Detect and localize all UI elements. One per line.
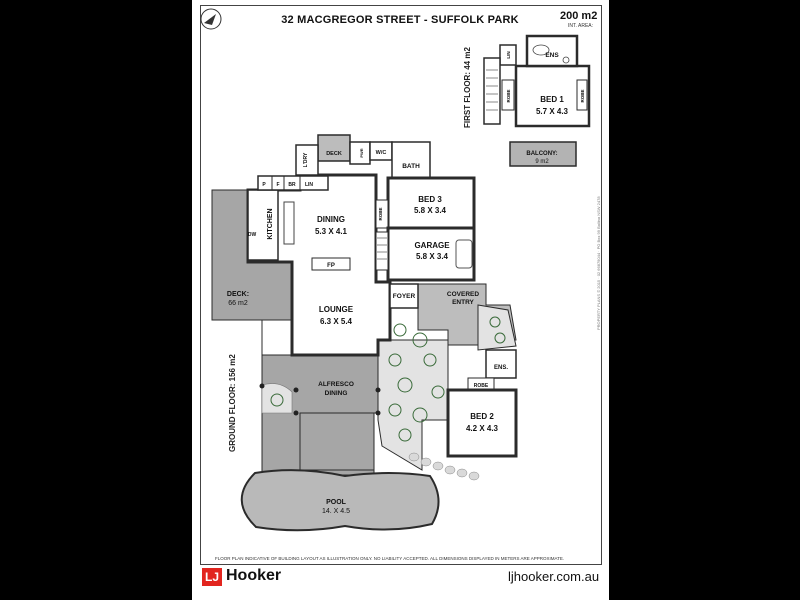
stair-ground-floor: [375, 231, 389, 271]
robe-bed3-label: ROBE: [378, 207, 383, 220]
laundry-label: L'DRY: [303, 152, 309, 167]
website-link[interactable]: ljhooker.com.au: [508, 569, 600, 584]
balcony-size: 9 m2: [535, 159, 549, 165]
linen-top-label: LIN: [506, 51, 511, 58]
robe-right-top: [576, 79, 588, 111]
total-area: 200 m2: [560, 10, 598, 22]
bed3-label: BED 3: [418, 195, 442, 204]
stair-treads-ground: [377, 237, 387, 260]
ensuite-top-room: [525, 34, 579, 68]
page-title: 32 MACGREGOR STREET - SUFFOLK PARK: [281, 14, 519, 26]
ensuite-bed2-room: [485, 349, 517, 379]
deck-label: DECK:: [227, 291, 249, 298]
garden-plants: [270, 316, 506, 442]
covered-entry-label-2: ENTRY: [452, 299, 474, 306]
bed2-label: BED 2: [470, 412, 494, 421]
deck-small-label: DECK: [326, 151, 342, 157]
garden-right-area: [477, 304, 517, 351]
garden-corner-area: [261, 383, 293, 414]
pool-size: 14. X 4.5: [322, 508, 350, 515]
wc-label: W/C: [376, 150, 387, 156]
bed1-label: BED 1: [540, 95, 564, 104]
bath-label: BATH: [402, 163, 420, 170]
pantry-storage-row: [257, 175, 329, 191]
pool-area: [240, 469, 440, 532]
stair-treads-top: [486, 69, 498, 111]
robe-bed2-label: ROBE: [474, 383, 489, 389]
br-label: BR: [288, 182, 296, 188]
kitchen-label: KITCHEN: [267, 208, 274, 239]
foyer-room: [389, 283, 419, 309]
bathtub-icon: [532, 44, 550, 56]
alfresco-label-2: DINING: [325, 390, 348, 397]
robe-right-top-label: ROBE: [580, 89, 585, 102]
bed2-size: 4.2 X 4.3: [466, 424, 499, 433]
robe-left-top: [501, 79, 515, 111]
first-floor-plan: BED 1 5.7 X 4.3 ENS ROBE ROBE LIN BALCON…: [483, 34, 591, 167]
garage-size: 5.8 X 3.4: [416, 252, 449, 261]
bed2-room: [446, 388, 518, 458]
stepping-stones: [408, 452, 480, 481]
lin-label: LIN: [305, 182, 313, 188]
bath-room: [391, 141, 431, 179]
laundry-room: [295, 144, 319, 176]
kitchen-island: [283, 201, 295, 245]
linen-top-room: [499, 44, 517, 66]
robe-bed3: [375, 199, 389, 229]
robe-left-top-label: ROBE: [506, 89, 511, 102]
covered-entry-label-1: COVERED: [447, 291, 479, 298]
pool-label: POOL: [326, 499, 347, 506]
fireplace-label: FP: [327, 263, 335, 269]
ground-floor-interior: [246, 141, 518, 458]
balcony-label: BALCONY:: [526, 151, 557, 157]
total-area-caption: INT. AREA:: [568, 23, 594, 29]
lounge-label: LOUNGE: [319, 305, 354, 314]
dining-size: 5.3 X 4.1: [315, 227, 348, 236]
brand-logo-mark: LJ: [202, 568, 222, 586]
fridge-label: F: [276, 182, 279, 188]
pantry-label: P: [262, 182, 266, 188]
north-compass-icon: [200, 8, 222, 30]
fireplace-icon: [311, 257, 351, 271]
ensuite-bed2-label: ENS.: [494, 365, 508, 371]
garage-room: [386, 226, 476, 282]
stair-first-floor: [483, 57, 501, 125]
dishwasher-label: DW: [248, 232, 257, 238]
disclaimer-text: FLOOR PLAN INDICATIVE OF BUILDING LAYOUT…: [215, 556, 565, 561]
column-posts: [259, 383, 381, 416]
pwr-label: PWR: [359, 148, 364, 157]
deck-small-area: [317, 134, 351, 162]
foyer-label: FOYER: [393, 293, 416, 300]
lounge-size: 6.3 X 5.4: [320, 317, 353, 326]
bed1-size: 5.7 X 4.3: [536, 107, 569, 116]
toilet-icon: [562, 56, 570, 64]
garden-left-area: [377, 339, 449, 471]
bed3-size: 5.8 X 3.4: [414, 206, 447, 215]
dining-label: DINING: [317, 215, 345, 224]
alfresco-label-1: ALFRESCO: [318, 381, 354, 388]
balcony-area: [509, 141, 577, 167]
brand-logo-name: Hooker: [226, 567, 282, 584]
footer-bar: [200, 565, 602, 589]
kitchen-room: [247, 189, 279, 261]
deck-size: 66 m2: [228, 300, 248, 307]
garage-label: GARAGE: [414, 241, 450, 250]
ensuite-top-label: ENS: [545, 52, 559, 59]
car-icon: [455, 239, 473, 269]
